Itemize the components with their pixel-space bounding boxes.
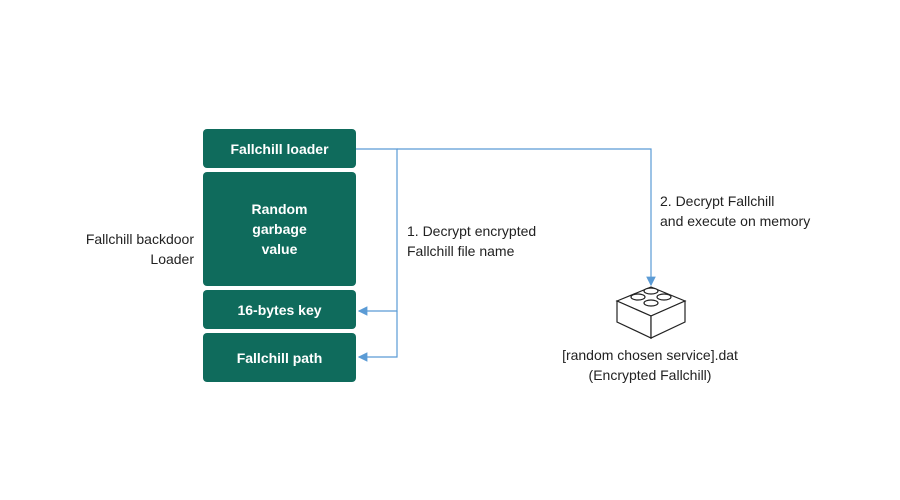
file-name: [random chosen service].dat bbox=[562, 347, 738, 363]
step2-label: 2. Decrypt Fallchill and execute on memo… bbox=[660, 191, 810, 231]
arrow-step1-path bbox=[357, 311, 398, 362]
step1-label: 1. Decrypt encrypted Fallchill file name bbox=[407, 221, 536, 261]
file-desc: (Encrypted Fallchill) bbox=[588, 367, 712, 383]
fallchill-loader-label: Fallchill loader bbox=[230, 140, 329, 157]
garbage-label-line: value bbox=[261, 241, 298, 257]
step1-line: 1. Decrypt encrypted bbox=[407, 223, 537, 239]
arrow-step2-file bbox=[397, 148, 656, 287]
loader-group-label: Fallchill backdoor Loader bbox=[60, 229, 194, 269]
fallchill-path-box: Fallchill path bbox=[203, 333, 356, 382]
key-label: 16-bytes key bbox=[237, 301, 322, 318]
file-label: [random chosen service].dat (Encrypted F… bbox=[530, 345, 770, 385]
path-label: Fallchill path bbox=[236, 349, 323, 366]
fallchill-loader-box: Fallchill loader bbox=[203, 129, 356, 168]
key-box: 16-bytes key bbox=[203, 290, 356, 329]
step1-line: Fallchill file name bbox=[407, 243, 515, 259]
loader-group-label-line: Fallchill backdoor bbox=[85, 231, 194, 247]
random-garbage-box: Random garbage value bbox=[203, 172, 356, 286]
garbage-label-line: garbage bbox=[252, 221, 307, 237]
garbage-label-line: Random bbox=[251, 201, 308, 217]
step2-line: and execute on memory bbox=[660, 213, 811, 229]
arrow-step1-key bbox=[356, 148, 398, 316]
step2-line: 2. Decrypt Fallchill bbox=[660, 193, 775, 209]
lego-brick-icon bbox=[615, 286, 687, 339]
loader-group-label-line: Loader bbox=[150, 251, 194, 267]
